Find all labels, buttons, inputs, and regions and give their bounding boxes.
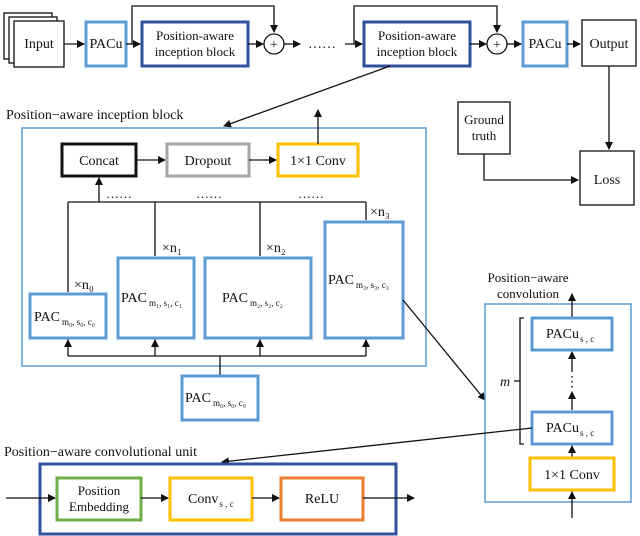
- conv-pacu-bottom: PACus , c: [530, 410, 614, 446]
- branch-1-sub: m₁, s₁, c₁: [149, 298, 182, 308]
- svg-text:+: +: [493, 38, 501, 53]
- inception-block-1-line1: Position-aware: [156, 28, 234, 43]
- top-dots: ……: [308, 37, 336, 52]
- inception-conv-label: 1×1 Conv: [290, 154, 346, 169]
- loss-box: Loss: [579, 150, 635, 206]
- ground-truth-line2: truth: [472, 128, 497, 143]
- loss-label: Loss: [594, 173, 620, 188]
- inception-title: Position−aware inception block: [6, 108, 183, 123]
- svg-text:+: +: [270, 38, 278, 53]
- pacu-box-1: PACu: [84, 20, 128, 68]
- pacu-label-1: PACu: [90, 37, 123, 52]
- inception-dots-1: ……: [106, 186, 132, 201]
- unit-frame: [38, 462, 398, 536]
- inception-frame: [21, 127, 427, 367]
- relu-label: ReLU: [305, 492, 339, 507]
- embedding-line1: Position: [78, 483, 121, 498]
- inception-input-sub: m₀, s₀, c₀: [213, 398, 246, 408]
- conv-title-line1: Position−aware: [488, 270, 569, 285]
- branch-0-sub: m₀, s₀, c₀: [62, 317, 95, 327]
- ground-truth-line1: Ground: [464, 112, 504, 127]
- input-stack: Input: [3, 12, 65, 68]
- dropout-box: Dropout: [165, 142, 251, 178]
- branch-3-sub: m₃, s₃, c₃: [356, 280, 389, 290]
- concat-label: Concat: [79, 154, 119, 169]
- conv-1x1-label: 1×1 Conv: [544, 468, 600, 483]
- pacu-box-2: PACu: [521, 20, 569, 68]
- unit-conv-box: Convs , c: [168, 476, 254, 522]
- branch-3-mult: ×n₃: [370, 205, 390, 220]
- conv-frame: [484, 303, 632, 503]
- inception-block-2-line1: Position-aware: [378, 28, 456, 43]
- ground-truth-box: Ground truth: [457, 101, 511, 155]
- pacu-label-2: PACu: [529, 37, 562, 52]
- inception-dots-3: ……: [298, 186, 324, 201]
- svg-text:PACus , c: PACus , c: [546, 327, 594, 344]
- svg-text:PACus , c: PACus , c: [546, 421, 594, 438]
- repeat-bracket: [519, 317, 524, 445]
- inception-block-2: Position-aware inception block: [362, 20, 472, 68]
- embedding-box: Position Embedding: [55, 476, 143, 522]
- conv-1x1-box: 1×1 Conv: [528, 456, 616, 492]
- output-box: Output: [581, 19, 637, 67]
- svg-text:Convs , c: Convs , c: [188, 492, 234, 509]
- concat-box: Concat: [60, 142, 138, 178]
- inception-block-1-line2: inception block: [155, 44, 236, 59]
- inception-block-2-line2: inception block: [377, 44, 458, 59]
- relu-box: ReLU: [279, 476, 365, 522]
- branch-2-sub: m₂, s₂, c₂: [250, 298, 283, 308]
- inception-conv-box: 1×1 Conv: [276, 142, 360, 178]
- output-label: Output: [590, 37, 629, 52]
- repeat-m: m: [500, 375, 510, 390]
- conv-vdots: ⋮: [565, 375, 579, 390]
- skip-connection-2: [353, 5, 501, 44]
- embedding-line2: Embedding: [69, 499, 129, 514]
- inception-block-1: Position-aware inception block: [140, 20, 250, 68]
- skip-connection-1: [131, 5, 278, 44]
- branch-0-mult: ×n₀: [74, 278, 94, 293]
- inception-dots-2: ……: [196, 186, 222, 201]
- conv-pacu-top: PACus , c: [530, 316, 614, 352]
- branch-1-mult: ×n₁: [162, 241, 182, 256]
- branch-2-mult: ×n₂: [266, 241, 286, 256]
- unit-title: Position−aware convolutional unit: [4, 445, 197, 460]
- conv-title-line2: convolution: [497, 286, 560, 301]
- input-label: Input: [24, 37, 54, 52]
- dropout-label: Dropout: [185, 154, 232, 169]
